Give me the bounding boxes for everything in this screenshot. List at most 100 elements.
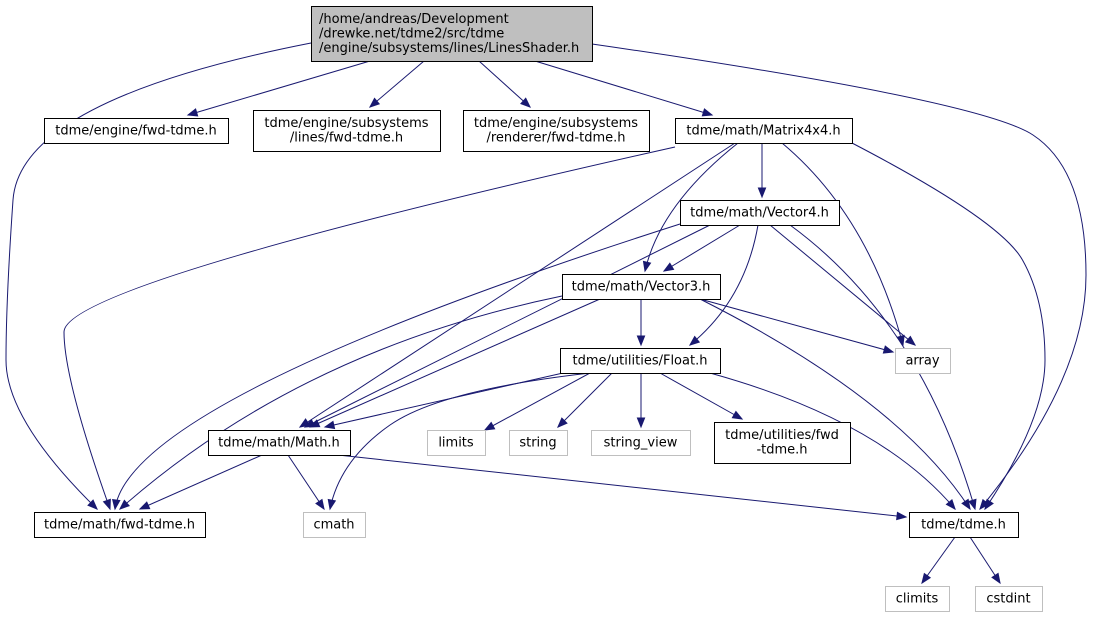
node-label-line: tdme/math/Vector3.h bbox=[572, 279, 711, 294]
edge-line bbox=[851, 142, 1046, 510]
node-box bbox=[427, 430, 486, 456]
node-label-line: cstdint bbox=[986, 591, 1030, 606]
edge-arrowhead bbox=[327, 498, 337, 511]
edge-arrowhead bbox=[688, 335, 701, 346]
node-box bbox=[311, 6, 593, 62]
edge-tdme_h-to-cstdint bbox=[969, 536, 1001, 585]
edge-vector3-to-math_fwd bbox=[118, 295, 563, 510]
node-float-h[interactable]: tdme/utilities/Float.h bbox=[560, 348, 721, 374]
node-limits[interactable]: limits bbox=[427, 430, 486, 456]
node-climits[interactable]: climits bbox=[885, 586, 950, 612]
node-box bbox=[463, 110, 650, 152]
node-label-line: /renderer/fwd-tdme.h bbox=[486, 131, 625, 146]
edge-line bbox=[304, 224, 711, 428]
node-box bbox=[895, 348, 951, 374]
edge-arrowhead bbox=[483, 421, 496, 431]
edge-line bbox=[119, 295, 563, 510]
edge-root-to-matrix4x4 bbox=[534, 60, 714, 117]
edge-vector3-to-float_h bbox=[636, 299, 646, 347]
edge-line bbox=[659, 372, 743, 420]
node-label-line: limits bbox=[438, 435, 474, 450]
edge-arrowhead bbox=[323, 420, 336, 430]
edge-arrowhead bbox=[701, 108, 714, 117]
edge-matrix4x4-to-math_fwd bbox=[63, 146, 676, 511]
edge-line bbox=[591, 43, 1087, 510]
edge-arrowhead bbox=[636, 335, 646, 347]
edge-line bbox=[299, 142, 736, 428]
node-math-fwd[interactable]: tdme/math/fwd-tdme.h bbox=[34, 512, 206, 538]
edge-arrowhead bbox=[557, 417, 568, 428]
node-box bbox=[680, 200, 840, 226]
edge-arrowhead bbox=[968, 498, 977, 511]
node-box bbox=[562, 274, 721, 300]
node-string-view[interactable]: string_view bbox=[591, 430, 691, 456]
edge-arrowhead bbox=[979, 498, 990, 511]
edge-line bbox=[287, 454, 325, 510]
node-box bbox=[253, 110, 441, 152]
node-cstdint[interactable]: cstdint bbox=[975, 586, 1043, 612]
node-box bbox=[208, 430, 351, 456]
edge-float_h-to-tdme_h bbox=[709, 372, 956, 511]
edge-math_h-to-cmath bbox=[287, 454, 325, 511]
node-renderer-fwd[interactable]: tdme/engine/subsystems/renderer/fwd-tdme… bbox=[463, 110, 650, 152]
edge-arrowhead bbox=[896, 334, 905, 347]
edge-arrowhead bbox=[315, 498, 325, 511]
node-label-line: tdme/engine/subsystems bbox=[264, 116, 428, 131]
edge-arrowhead bbox=[118, 499, 130, 510]
node-vector3[interactable]: tdme/math/Vector3.h bbox=[562, 274, 721, 300]
edge-arrowhead bbox=[138, 501, 151, 510]
node-engine-fwd[interactable]: tdme/engine/fwd-tdme.h bbox=[44, 118, 229, 144]
node-label-line: tdme/utilities/fwd bbox=[725, 428, 839, 443]
edge-arrowhead bbox=[896, 511, 908, 521]
node-vector4[interactable]: tdme/math/Vector4.h bbox=[680, 200, 840, 226]
edge-vector3-to-math_h bbox=[308, 298, 601, 428]
node-array[interactable]: array bbox=[895, 348, 951, 374]
node-label-line: string bbox=[519, 435, 556, 450]
edge-vector4-to-float_h bbox=[688, 224, 759, 346]
node-label-line: tdme/utilities/Float.h bbox=[573, 353, 708, 368]
edge-line bbox=[769, 224, 916, 346]
node-utilities-fwd[interactable]: tdme/utilities/fwd-tdme.h bbox=[714, 422, 851, 464]
edge-matrix4x4-to-vector3 bbox=[642, 142, 739, 273]
edge-arrowhead bbox=[636, 417, 646, 429]
node-label-line: /engine/subsystems/lines/LinesShader.h bbox=[319, 41, 579, 56]
node-label-line: climits bbox=[896, 591, 939, 606]
edge-arrowhead bbox=[882, 345, 895, 354]
node-label-line: tdme/math/Vector4.h bbox=[690, 205, 829, 220]
edge-arrowhead bbox=[984, 498, 994, 511]
node-box bbox=[44, 118, 229, 144]
node-cmath[interactable]: cmath bbox=[303, 512, 366, 538]
node-label-line: tdme/engine/fwd-tdme.h bbox=[55, 123, 216, 138]
node-label-line: /home/andreas/Development bbox=[319, 12, 509, 27]
edge-line bbox=[114, 223, 681, 510]
node-label-line: /lines/fwd-tdme.h bbox=[290, 131, 403, 146]
node-tdme-h[interactable]: tdme/tdme.h bbox=[909, 512, 1019, 538]
edge-vector4-to-vector3 bbox=[662, 224, 741, 272]
edge-root-to-lines_fwd bbox=[368, 60, 425, 108]
node-box bbox=[675, 118, 853, 144]
edge-line bbox=[484, 372, 591, 431]
nodes-layer: /home/andreas/Development/drewke.net/tdm… bbox=[34, 6, 1043, 612]
node-box bbox=[714, 422, 851, 464]
edge-arrowhead bbox=[961, 498, 971, 511]
node-label-line: /drewke.net/tdme2/src/tdme bbox=[319, 26, 504, 41]
edge-line bbox=[369, 60, 425, 108]
node-math-h[interactable]: tdme/math/Math.h bbox=[208, 430, 351, 456]
edge-float_h-to-limits bbox=[483, 372, 591, 431]
edge-line bbox=[663, 224, 741, 272]
edge-line bbox=[557, 372, 613, 428]
node-box bbox=[591, 430, 691, 456]
edge-line bbox=[699, 298, 971, 510]
node-box bbox=[509, 430, 568, 456]
node-lines-fwd[interactable]: tdme/engine/subsystems/lines/fwd-tdme.h bbox=[253, 110, 441, 152]
edge-matrix4x4-to-array bbox=[781, 142, 905, 347]
edge-line bbox=[478, 60, 531, 108]
node-string[interactable]: string bbox=[509, 430, 568, 456]
node-label-line: array bbox=[905, 353, 939, 368]
edge-line bbox=[534, 60, 713, 116]
edge-matrix4x4-to-vector4 bbox=[757, 143, 767, 199]
node-matrix4x4[interactable]: tdme/math/Matrix4x4.h bbox=[675, 118, 853, 144]
edge-line bbox=[709, 372, 956, 510]
edge-arrowhead bbox=[904, 335, 917, 346]
edge-arrowhead bbox=[520, 97, 531, 108]
